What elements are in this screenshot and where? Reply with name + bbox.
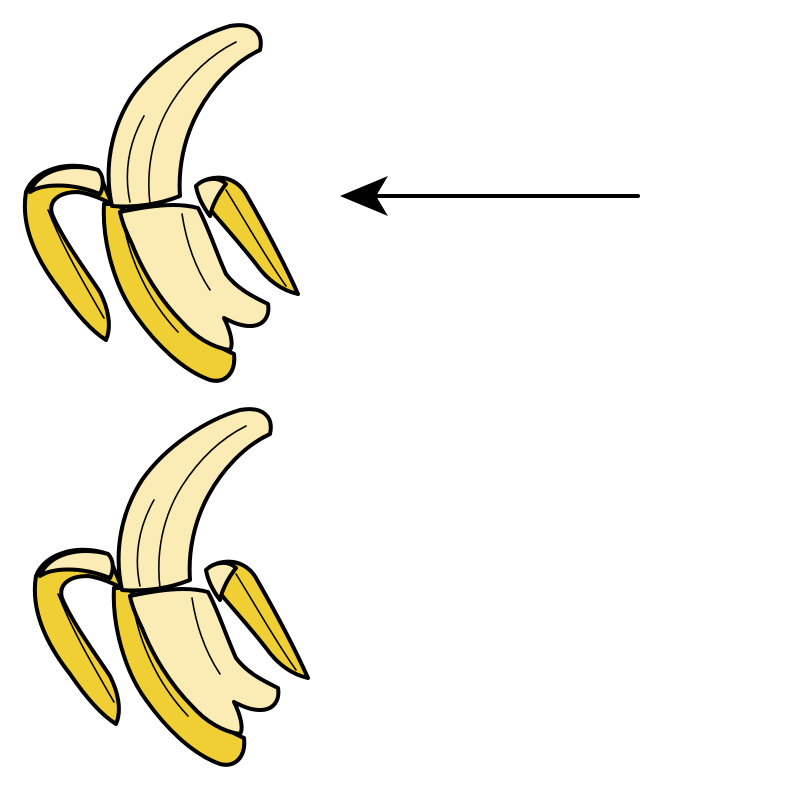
banana-icon [32, 407, 311, 767]
banana-icon [22, 23, 301, 383]
arrow-left-icon [340, 176, 640, 216]
